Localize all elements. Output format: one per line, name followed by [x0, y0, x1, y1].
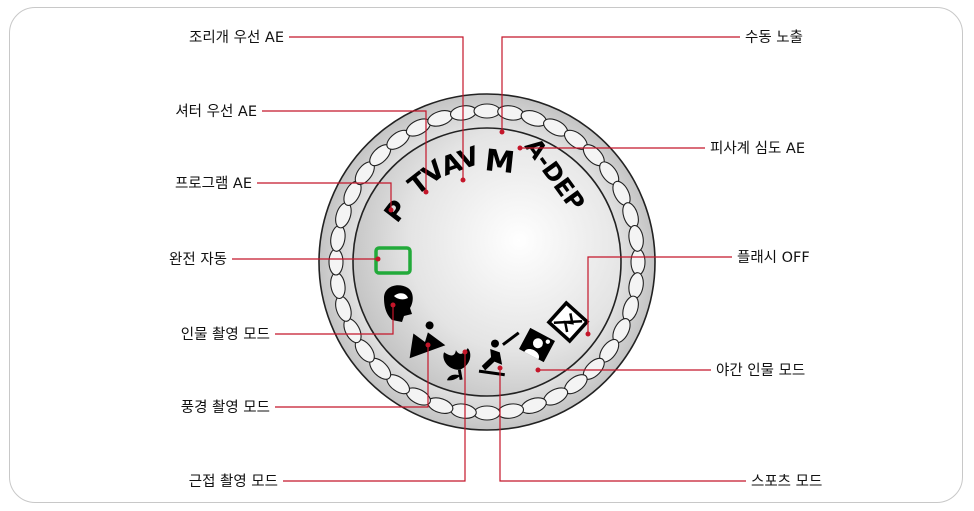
dial-knurl: [329, 249, 343, 275]
label-night-portrait: 야간 인물 모드: [716, 362, 805, 379]
label-depth: 피사계 심도 AE: [710, 140, 805, 157]
dial-knurl: [631, 249, 645, 275]
label-sports: 스포츠 모드: [751, 474, 822, 490]
label-closeup: 근접 촬영 모드: [189, 473, 278, 490]
label-flash-off: 플래시 OFF: [737, 249, 810, 266]
label-aperture-priority: 조리개 우선 AE: [189, 29, 284, 46]
label-manual: 수동 노출: [745, 29, 803, 46]
dial-knurl: [474, 406, 500, 420]
label-landscape: 풍경 촬영 모드: [181, 399, 270, 416]
label-program: 프로그램 AE: [175, 175, 252, 192]
dial-knurl: [474, 104, 500, 118]
label-portrait: 인물 촬영 모드: [181, 326, 270, 343]
dial-mode-manual: M: [483, 143, 516, 181]
label-shutter-priority: 셔터 우선 AE: [175, 103, 257, 120]
label-full-auto: 완전 자동: [169, 251, 227, 268]
